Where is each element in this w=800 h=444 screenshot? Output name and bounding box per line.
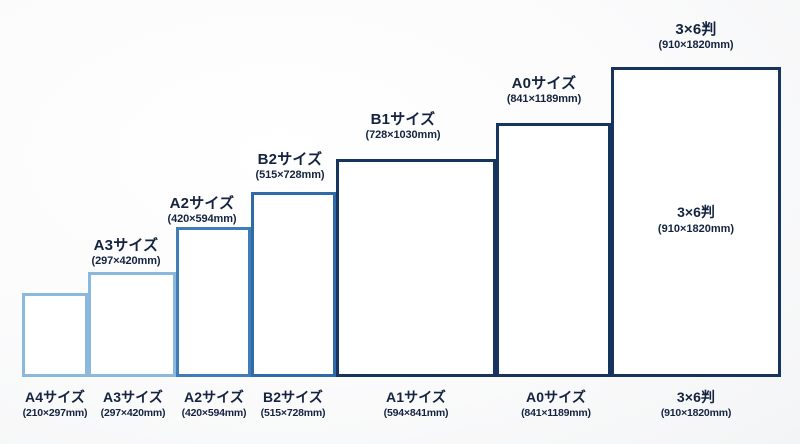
bar-a2 [176, 227, 251, 377]
axis-label-a3-name: A3サイズ [103, 389, 163, 405]
callout-3x6-dimensions: (910×1820mm) [658, 39, 734, 52]
axis-label-a1-dimensions: (594×841mm) [383, 407, 449, 420]
axis-label-b2-name: B2サイズ [263, 389, 323, 405]
callout-b2: B2サイズ (515×728mm) [231, 151, 349, 182]
callout-a3: A3サイズ (297×420mm) [70, 237, 182, 268]
callout-b1-dimensions: (728×1030mm) [365, 129, 441, 142]
bar-b2 [251, 192, 336, 377]
axis-label-a4-dimensions: (210×297mm) [22, 407, 88, 420]
axis-label-3x6-name: 3×6判 [676, 389, 716, 405]
axis-label-b2: B2サイズ (515×728mm) [238, 389, 348, 420]
bar-a0 [496, 123, 611, 377]
bar-a1 [336, 159, 496, 377]
axis-label-a2-name: A2サイズ [184, 389, 244, 405]
axis-label-a2: A2サイズ (420×594mm) [159, 389, 269, 420]
axis-label-3x6-dimensions: (910×1820mm) [660, 407, 732, 420]
callout-a0: A0サイズ (841×1189mm) [478, 75, 610, 106]
axis-label-3x6: 3×6判 (910×1820mm) [638, 389, 754, 420]
axis-label-a1-name: A1サイズ [386, 389, 446, 405]
callout-a2-dimensions: (420×594mm) [167, 213, 237, 226]
axis-label-a1: A1サイズ (594×841mm) [361, 389, 471, 420]
axis-label-a4-name: A4サイズ [25, 389, 85, 405]
callout-3x6: 3×6判 (910×1820mm) [630, 21, 762, 52]
bar-3x6 [611, 67, 781, 377]
callout-a2-name: A2サイズ [169, 195, 235, 212]
callout-b2-dimensions: (515×728mm) [255, 169, 325, 182]
axis-label-a3: A3サイズ (297×420mm) [78, 389, 188, 420]
inner-label-3x6-name: 3×6判 [677, 204, 715, 220]
axis-label-a4: A4サイズ (210×297mm) [0, 389, 110, 420]
bar-a4 [22, 293, 88, 377]
axis-label-b2-dimensions: (515×728mm) [260, 407, 326, 420]
callout-b1-name: B1サイズ [370, 111, 436, 128]
axis-label-a3-dimensions: (297×420mm) [100, 407, 166, 420]
callout-a3-name: A3サイズ [93, 237, 159, 254]
inner-label-3x6-dimensions: (910×1820mm) [657, 222, 735, 235]
callout-a0-name: A0サイズ [511, 75, 577, 92]
axis-label-a0: A0サイズ (841×1189mm) [498, 389, 614, 420]
axis-label-a2-dimensions: (420×594mm) [181, 407, 247, 420]
callout-a0-dimensions: (841×1189mm) [506, 93, 582, 106]
callout-a2: A2サイズ (420×594mm) [146, 195, 258, 226]
axis-label-a0-name: A0サイズ [526, 389, 586, 405]
callout-b1: B1サイズ (728×1030mm) [338, 111, 468, 142]
inner-label-3x6: 3×6判 (910×1820mm) [630, 204, 762, 235]
callout-b2-name: B2サイズ [257, 151, 323, 168]
callout-a3-dimensions: (297×420mm) [91, 255, 161, 268]
axis-label-a0-dimensions: (841×1189mm) [521, 407, 591, 420]
callout-3x6-name: 3×6判 [675, 21, 717, 38]
bar-a3 [88, 272, 176, 377]
